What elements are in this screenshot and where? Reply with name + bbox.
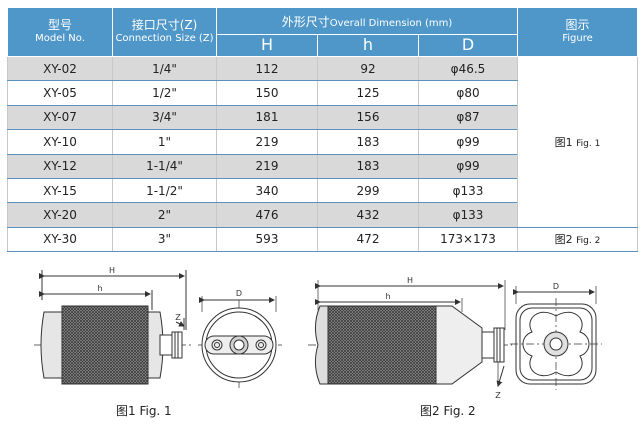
cell-model: XY-20 bbox=[7, 202, 113, 228]
cell-model: XY-10 bbox=[7, 129, 113, 155]
fig2-caption: 图2 Fig. 2 bbox=[420, 404, 476, 418]
figure-ref-fig2-cn: 图2 bbox=[554, 233, 573, 247]
model-header-en: Model No. bbox=[35, 33, 85, 45]
dimension-header-en: Overall Dimension (mm) bbox=[329, 17, 453, 29]
spec-table: 型号 Model No. 接口尺寸(Z) Connection Size (Z)… bbox=[7, 7, 638, 253]
cell-H: 181 bbox=[216, 104, 318, 131]
table-row: XY-30 3" 593 472 173×173 图2 Fig. 2 bbox=[7, 226, 638, 253]
fig1-caption: 图1 Fig. 1 bbox=[116, 404, 172, 418]
cell-D: φ99 bbox=[418, 153, 518, 179]
col-D-header: D bbox=[418, 34, 518, 57]
cell-H: 593 bbox=[216, 226, 318, 253]
cell-h: 432 bbox=[317, 202, 419, 228]
fig1-side-view bbox=[34, 270, 194, 385]
model-header-cn: 型号 bbox=[47, 18, 72, 33]
cell-H: 340 bbox=[216, 177, 318, 204]
fig2-end-view bbox=[510, 286, 602, 390]
fig2-dim-Z: Z bbox=[495, 391, 501, 400]
table-row: XY-20 2" 476 432 φ133 bbox=[7, 202, 638, 228]
cell-h: 183 bbox=[317, 129, 419, 155]
figure-ref-fig1-en: Fig. 1 bbox=[576, 138, 601, 149]
figure-ref-fig1-cn: 图1 bbox=[554, 135, 573, 149]
cell-model: XY-12 bbox=[7, 153, 113, 179]
figure-header-en: Figure bbox=[562, 33, 593, 45]
cell-h: 92 bbox=[317, 55, 419, 82]
cell-h: 472 bbox=[317, 226, 419, 253]
col-dimension-header: 外形尺寸Overall Dimension (mm) bbox=[216, 7, 518, 35]
cell-D: φ133 bbox=[418, 202, 518, 228]
cell-h: 183 bbox=[317, 153, 419, 179]
cell-connection: 1/4" bbox=[112, 55, 217, 82]
table-row: XY-15 1-1/2" 340 299 φ133 bbox=[7, 177, 638, 204]
col-H-header: H bbox=[216, 34, 318, 57]
col-h-header: h bbox=[317, 34, 419, 57]
table-row: XY-05 1/2" 150 125 φ80 bbox=[7, 80, 638, 106]
cell-D: φ99 bbox=[418, 129, 518, 155]
fig1-end-view bbox=[198, 296, 282, 390]
cell-h: 125 bbox=[317, 80, 419, 106]
figure-ref-fig2-en: Fig. 2 bbox=[576, 236, 601, 247]
fig1-dim-H: H bbox=[109, 266, 115, 275]
cell-model: XY-15 bbox=[7, 177, 113, 204]
cell-connection: 1-1/4" bbox=[112, 153, 217, 179]
table-row: XY-02 1/4" 112 92 φ46.5 图1 Fig. 1 bbox=[7, 55, 638, 228]
cell-D: φ80 bbox=[418, 80, 518, 106]
col-model-header: 型号 Model No. bbox=[7, 7, 113, 57]
cell-H: 476 bbox=[216, 202, 318, 228]
connection-header-en: Connection Size (Z) bbox=[115, 33, 214, 45]
cell-connection: 2" bbox=[112, 202, 217, 228]
col-figure-header: 图示 Figure bbox=[517, 7, 638, 57]
connection-header-cn: 接口尺寸(Z) bbox=[131, 18, 198, 33]
cell-connection: 1" bbox=[112, 129, 217, 155]
table-row: XY-10 1" 219 183 φ99 bbox=[7, 129, 638, 155]
figure-header-cn: 图示 bbox=[565, 18, 590, 33]
cell-connection: 3" bbox=[112, 226, 217, 253]
cell-H: 112 bbox=[216, 55, 318, 82]
cell-H: 150 bbox=[216, 80, 318, 106]
table-row: XY-12 1-1/4" 219 183 φ99 bbox=[7, 153, 638, 179]
cell-h: 299 bbox=[317, 177, 419, 204]
cell-model: XY-07 bbox=[7, 104, 113, 131]
fig2-dim-h: h bbox=[385, 292, 390, 301]
fig2-side-view bbox=[308, 280, 512, 387]
col-connection-header: 接口尺寸(Z) Connection Size (Z) bbox=[112, 7, 217, 57]
cell-D: φ46.5 bbox=[418, 55, 518, 82]
cell-D: φ133 bbox=[418, 177, 518, 204]
dimension-header-cn: 外形尺寸 bbox=[281, 14, 330, 29]
table-row: XY-07 3/4" 181 156 φ87 bbox=[7, 104, 638, 131]
cell-connection: 3/4" bbox=[112, 104, 217, 131]
fig2-dim-H: H bbox=[407, 276, 413, 285]
cell-D: φ87 bbox=[418, 104, 518, 131]
cell-D: 173×173 bbox=[418, 226, 518, 253]
figure-ref-fig1: 图1 Fig. 1 bbox=[517, 56, 638, 228]
cell-connection: 1/2" bbox=[112, 80, 217, 106]
figure-ref-fig2: 图2 Fig. 2 bbox=[517, 226, 638, 253]
cell-model: XY-05 bbox=[7, 80, 113, 106]
cell-h: 156 bbox=[317, 104, 419, 131]
fig2-dim-D: D bbox=[553, 282, 559, 291]
cell-connection: 1-1/2" bbox=[112, 177, 217, 204]
cell-H: 219 bbox=[216, 129, 318, 155]
cell-H: 219 bbox=[216, 153, 318, 179]
fig1-dim-h: h bbox=[97, 284, 102, 293]
cell-model: XY-02 bbox=[7, 55, 113, 82]
fig1-dim-D: D bbox=[236, 289, 242, 298]
cell-model: XY-30 bbox=[7, 226, 113, 253]
fig1-dim-Z: Z bbox=[175, 313, 181, 322]
